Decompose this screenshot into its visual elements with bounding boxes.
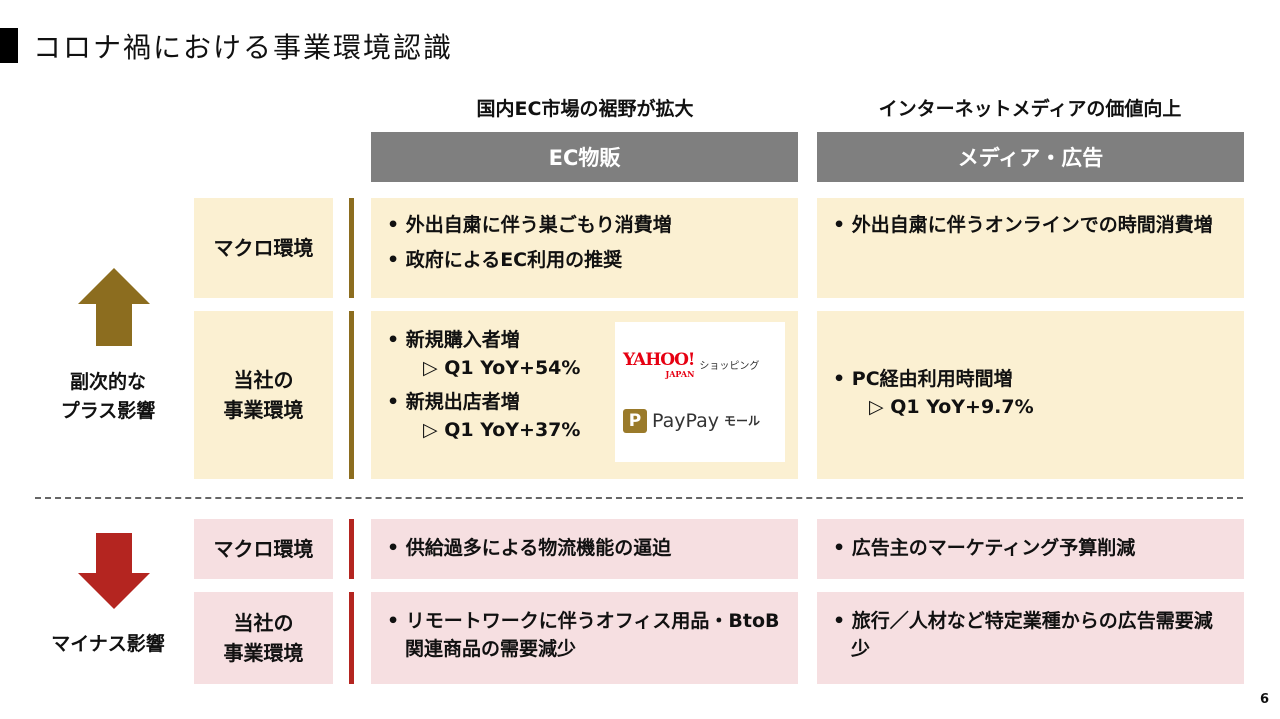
page-title: コロナ禍における事業環境認識 <box>33 31 454 64</box>
plus-macro-ec-cell: 外出自粛に伴う巣ごもり消費増 政府によるEC利用の推奨 <box>371 198 798 298</box>
paypay-logo: PayPay <box>652 409 719 432</box>
bullet-item: 旅行／人材など特定業種からの広告需要減少 <box>833 608 1226 663</box>
plus-macro-media-cell: 外出自粛に伴うオンラインでの時間消費増 <box>817 198 1244 298</box>
title-accent-bar <box>0 28 18 63</box>
ec-column-heading: 国内EC市場の裾野が拡大 <box>476 98 694 120</box>
down-arrow-icon <box>78 533 150 609</box>
row-divider <box>349 592 354 684</box>
minus-company-label: 当社の 事業環境 <box>194 592 333 684</box>
minus-macro-media-cell: 広告主のマーケティング予算削減 <box>817 519 1244 579</box>
bullet-item: 政府によるEC利用の推奨 <box>387 247 780 275</box>
bullet-item: 外出自粛に伴う巣ごもり消費増 <box>387 212 780 240</box>
row-divider <box>349 198 354 298</box>
bullet-item: 外出自粛に伴うオンラインでの時間消費増 <box>833 212 1226 240</box>
plus-company-label: 当社の 事業環境 <box>194 311 333 479</box>
minus-company-ec-cell: リモートワークに伴うオフィス用品・BtoB関連商品の需要減少 <box>371 592 798 684</box>
row-divider <box>349 311 354 479</box>
yahoo-shopping-logo: YAHOO!JAPAN ショッピング <box>623 349 777 379</box>
bullet-item: 新規出店者増▷ Q1 YoY+37% <box>387 389 780 444</box>
minus-macro-ec-cell: 供給過多による物流機能の逼迫 <box>371 519 798 579</box>
plus-company-media-cell: PC経由利用時間増▷ Q1 YoY+9.7% <box>817 311 1244 479</box>
bullet-item: PC経由利用時間増▷ Q1 YoY+9.7% <box>833 366 1226 421</box>
section-divider <box>35 497 1243 499</box>
yahoo-logo: YAHOO!JAPAN <box>623 349 695 379</box>
page-number: 6 <box>1260 692 1270 707</box>
minus-impact-label: マイナス影響 <box>51 633 165 655</box>
yahoo-service-name: ショッピング <box>699 361 760 372</box>
minus-company-media-cell: 旅行／人材など特定業種からの広告需要減少 <box>817 592 1244 684</box>
minus-macro-label: マクロ環境 <box>194 519 333 579</box>
bullet-item: 広告主のマーケティング予算削減 <box>833 535 1226 563</box>
media-column-heading: インターネットメディアの価値向上 <box>878 98 1182 120</box>
up-arrow-icon <box>78 268 150 346</box>
ec-column-header: EC物販 <box>371 132 798 182</box>
paypay-service-name: モール <box>723 414 760 428</box>
bullet-item: リモートワークに伴うオフィス用品・BtoB関連商品の需要減少 <box>387 608 780 663</box>
plus-impact-label: 副次的な プラス影響 <box>60 371 156 422</box>
bullet-item: 新規購入者増▷ Q1 YoY+54% <box>387 327 780 382</box>
paypay-mall-logo: P PayPay モール <box>623 408 777 433</box>
row-divider <box>349 519 354 579</box>
media-column-header: メディア・広告 <box>817 132 1244 182</box>
bullet-item: 供給過多による物流機能の逼迫 <box>387 535 780 563</box>
plus-macro-label: マクロ環境 <box>194 198 333 298</box>
paypay-icon: P <box>623 408 647 433</box>
marketplace-logos: YAHOO!JAPAN ショッピング P PayPay モール <box>615 322 785 462</box>
